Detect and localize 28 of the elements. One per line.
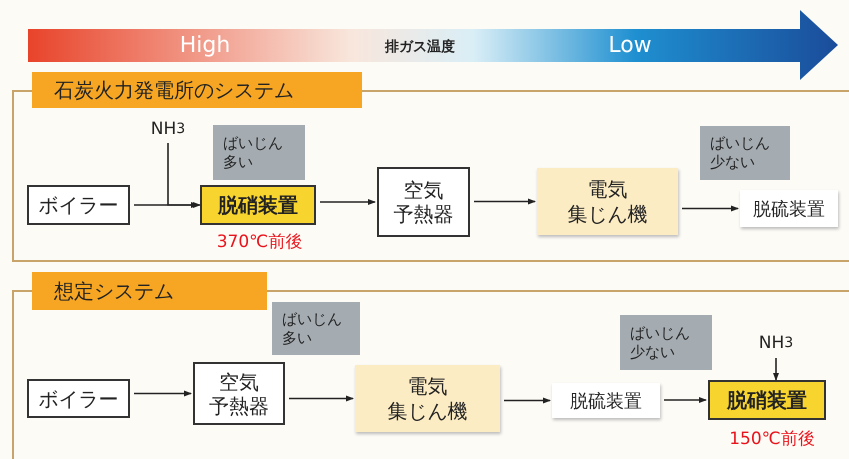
axis-label: 排ガス温度 [384, 38, 456, 57]
arrow [664, 397, 707, 403]
arrow [682, 206, 739, 212]
arrow [289, 396, 354, 402]
process-box: ボイラー [27, 185, 130, 225]
heading-tab: 想定システム [32, 272, 267, 310]
note-box: ばいじん少ない [620, 315, 712, 370]
axis-label: High [178, 32, 232, 60]
arrow [134, 390, 192, 396]
process-box: 電気集じん機 [537, 168, 678, 235]
heading-tab: 石炭火力発電所のシステム [32, 72, 362, 108]
process-box: 脱硫装置 [740, 190, 838, 227]
arrow [773, 358, 779, 381]
note-box: ばいじん少ない [700, 126, 790, 180]
arrow [320, 199, 376, 205]
process-box: 脱硫装置 [552, 383, 660, 418]
temperature-label: 150℃前後 [728, 428, 816, 450]
process-box: 電気集じん機 [355, 365, 500, 432]
axis-label: Low [607, 32, 653, 60]
arrow [504, 398, 551, 404]
process-box: 空気予熱器 [193, 362, 285, 425]
arrow [167, 143, 201, 208]
arrow [474, 198, 536, 204]
process-box: 空気予熱器 [377, 167, 470, 237]
process-box: ボイラー [27, 379, 130, 418]
note-box: ばいじん多い [272, 302, 360, 355]
temperature-label: 370℃前後 [216, 231, 304, 253]
note-box: ばいじん多い [213, 125, 305, 180]
